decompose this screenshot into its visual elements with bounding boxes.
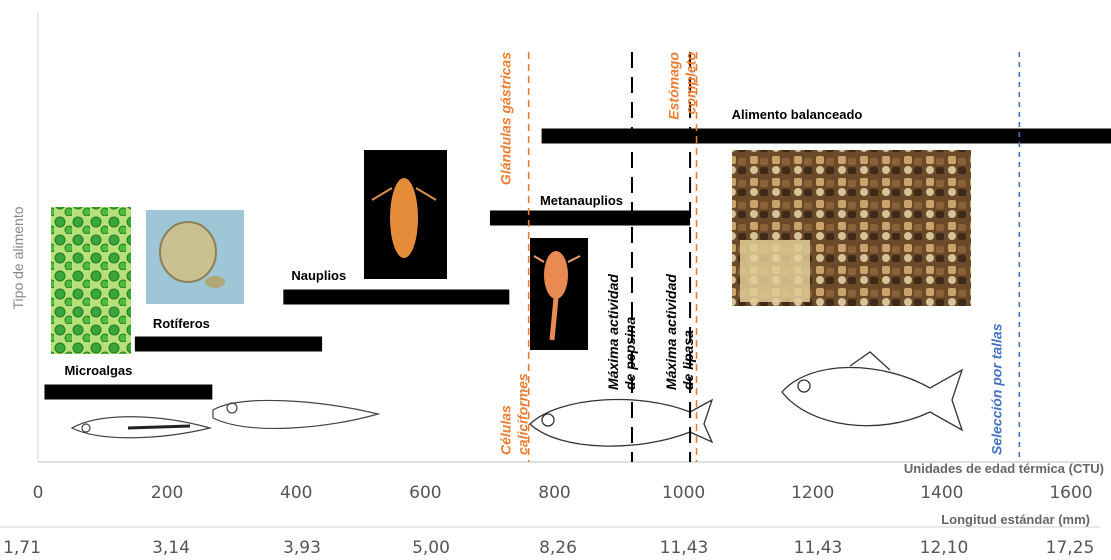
- bar-label: Alimento balanceado: [732, 107, 863, 122]
- bar-rot-feros: [135, 337, 322, 352]
- secondary-axis-title: Longitud estándar (mm): [941, 512, 1090, 527]
- reference-line-label: Máxima actividadde lipasa: [663, 274, 696, 390]
- bar-metanauplios: [490, 211, 690, 226]
- juvenile-fish-drawing: [530, 400, 712, 447]
- x-tick-label: 800: [538, 483, 570, 503]
- secondary-tick-label: 1,71: [3, 538, 41, 558]
- bar-microalgas: [44, 385, 212, 400]
- secondary-tick-label: 5,00: [412, 538, 450, 558]
- adult-fish-drawing: [782, 352, 962, 430]
- secondary-tick-label: 3,93: [283, 538, 321, 558]
- x-tick-label: 0: [33, 483, 44, 503]
- secondary-tick-label: 12,10: [920, 538, 969, 558]
- bar-label: Rotíferos: [153, 316, 210, 331]
- larva-drawing: [72, 417, 210, 438]
- microalgae-photo: [51, 207, 131, 354]
- bar-label: Microalgas: [64, 363, 132, 378]
- x-axis-title: Unidades de edad térmica (CTU): [904, 461, 1104, 476]
- nauplius-photo: [364, 150, 447, 279]
- metanauplius-photo: [530, 238, 588, 350]
- rotifer-photo: [146, 210, 244, 304]
- bar-label: Nauplios: [291, 268, 346, 283]
- secondary-tick-label: 17,25: [1046, 538, 1095, 558]
- reference-line-label: Selección por tallas: [988, 323, 1004, 455]
- bar-label: Metanauplios: [540, 193, 623, 208]
- x-tick-label: 200: [151, 483, 183, 503]
- x-tick-label: 1600: [1049, 483, 1092, 503]
- reference-line-label: Glándulas gástricas: [498, 52, 514, 185]
- bar-alimento-balanceado: [542, 129, 1111, 144]
- x-tick-label: 1000: [662, 483, 705, 503]
- x-tick-label: 400: [280, 483, 312, 503]
- reference-line-label: Célulascaliciformes: [498, 373, 531, 455]
- secondary-tick-label: 11,43: [794, 538, 843, 558]
- pellet-feed-photo: [732, 150, 971, 306]
- larva-drawing: [213, 400, 378, 428]
- secondary-tick-label: 8,26: [539, 538, 577, 558]
- x-tick-label: 1400: [920, 483, 963, 503]
- secondary-tick-label: 11,43: [660, 538, 709, 558]
- bar-nauplios: [283, 290, 509, 305]
- x-tick-label: 600: [409, 483, 441, 503]
- reference-line-label: Máxima actividadde pepsina: [605, 274, 638, 390]
- x-tick-label: 1200: [791, 483, 834, 503]
- secondary-tick-label: 3,14: [152, 538, 190, 558]
- reference-line-label: Estómagocompleto: [666, 52, 699, 120]
- y-axis-label: Tipo de alimento: [10, 206, 26, 309]
